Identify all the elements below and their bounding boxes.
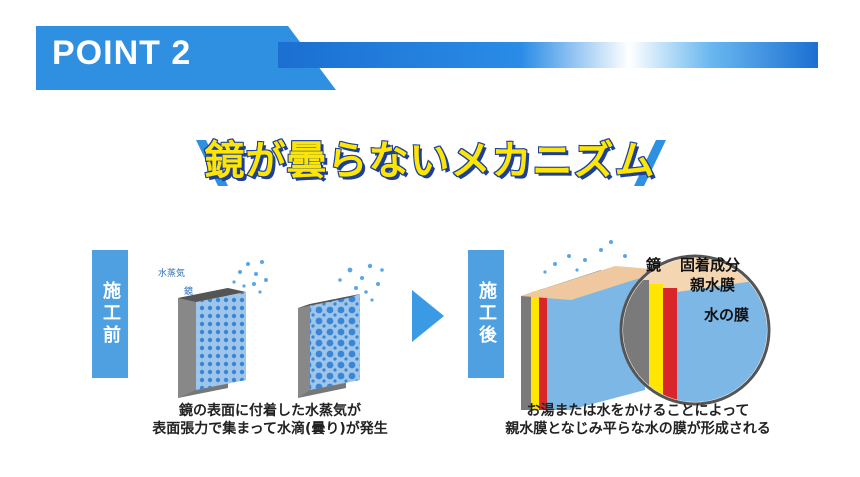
label-fixing: 固着成分 [680,256,741,274]
label-mirror-after: 鏡 [646,256,662,274]
point-gradient-bar [278,42,818,68]
after-mirror-illustration [521,240,771,410]
label-mirror-before: 鏡 [184,287,194,297]
after-caption: お湯または水をかけることによって 親水膜となじみ平らな水の膜が形成される [505,403,771,437]
point-label: POINT 2 [52,34,192,72]
before-tag: 施工前 [92,250,128,378]
page-title: 鏡が曇らないメカニズム [0,128,860,186]
after-tag: 施工後 [468,250,504,378]
before-mirror-illustration [178,260,384,398]
label-hydrophilic: 親水膜 [690,276,736,294]
before-caption: 鏡の表面に付着した水蒸気が 表面張力で集まって水滴(曇り)が発生 [152,403,388,437]
right-arrow-icon [412,290,444,342]
label-vapor: 水蒸気 [158,269,186,279]
label-water-film: 水の膜 [704,306,750,324]
page-title-text: 鏡が曇らないメカニズム [204,137,656,185]
